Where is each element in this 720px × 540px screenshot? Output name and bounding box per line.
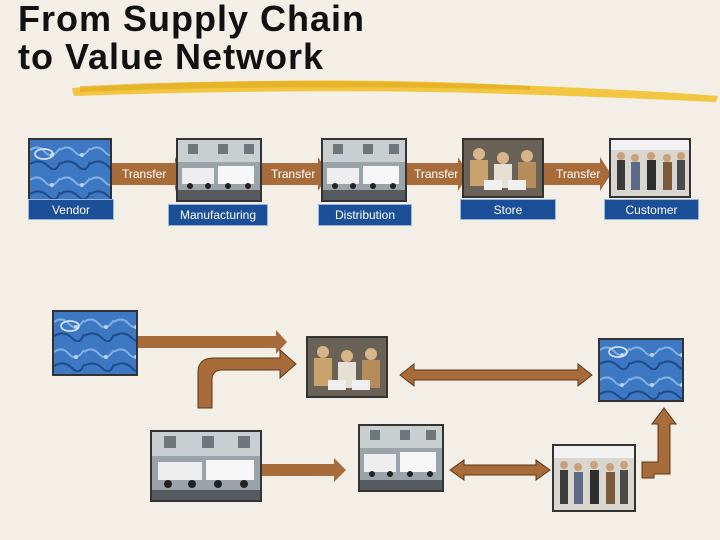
node-label-vendor: Vendor bbox=[28, 199, 114, 220]
transfer-arrow-3 bbox=[396, 157, 469, 191]
network-store-people-image bbox=[306, 336, 388, 398]
network-vendor-map-image bbox=[52, 310, 138, 376]
node-label-customer: Customer bbox=[604, 199, 699, 220]
title-line-1: From Supply Chain bbox=[18, 0, 366, 39]
network-manufacturing-trucks-image bbox=[150, 430, 262, 502]
customer-shoppers-image bbox=[609, 138, 691, 198]
network-arrow-manufacturing-right bbox=[246, 458, 346, 482]
transfer-label-3: Transfer bbox=[414, 167, 459, 181]
network-arrow-vendor-right bbox=[138, 330, 287, 354]
network-distribution-trucks-image bbox=[358, 424, 444, 492]
slide-title: From Supply Chain to Value Network bbox=[18, 0, 365, 76]
transfer-label-1: Transfer bbox=[122, 167, 167, 181]
transfer-label-4: Transfer bbox=[556, 167, 601, 181]
transfer-arrow-4 bbox=[536, 157, 611, 191]
title-line-2: to Value Network bbox=[18, 36, 325, 77]
transfer-arrow-1 bbox=[100, 157, 186, 191]
network-customer-shoppers-image bbox=[552, 444, 636, 512]
node-label-store: Store bbox=[460, 199, 556, 220]
distribution-trucks-image bbox=[321, 138, 407, 202]
vendor-map-image bbox=[28, 138, 112, 204]
highlighter-brush-stroke bbox=[72, 80, 718, 102]
node-label-distribution: Distribution bbox=[318, 204, 412, 226]
manufacturing-trucks-image bbox=[176, 138, 262, 202]
network-arrow-elbow-up bbox=[641, 407, 677, 479]
transfer-arrow-2 bbox=[252, 157, 329, 191]
node-label-manufacturing: Manufacturing bbox=[168, 204, 268, 226]
network-arrow-double-bottom bbox=[449, 459, 551, 481]
network-vendor-map-image-right bbox=[598, 338, 684, 402]
store-people-image bbox=[462, 138, 544, 198]
network-arrow-bent bbox=[197, 348, 297, 409]
transfer-label-2: Transfer bbox=[271, 167, 316, 181]
network-arrow-double-top bbox=[399, 362, 593, 388]
